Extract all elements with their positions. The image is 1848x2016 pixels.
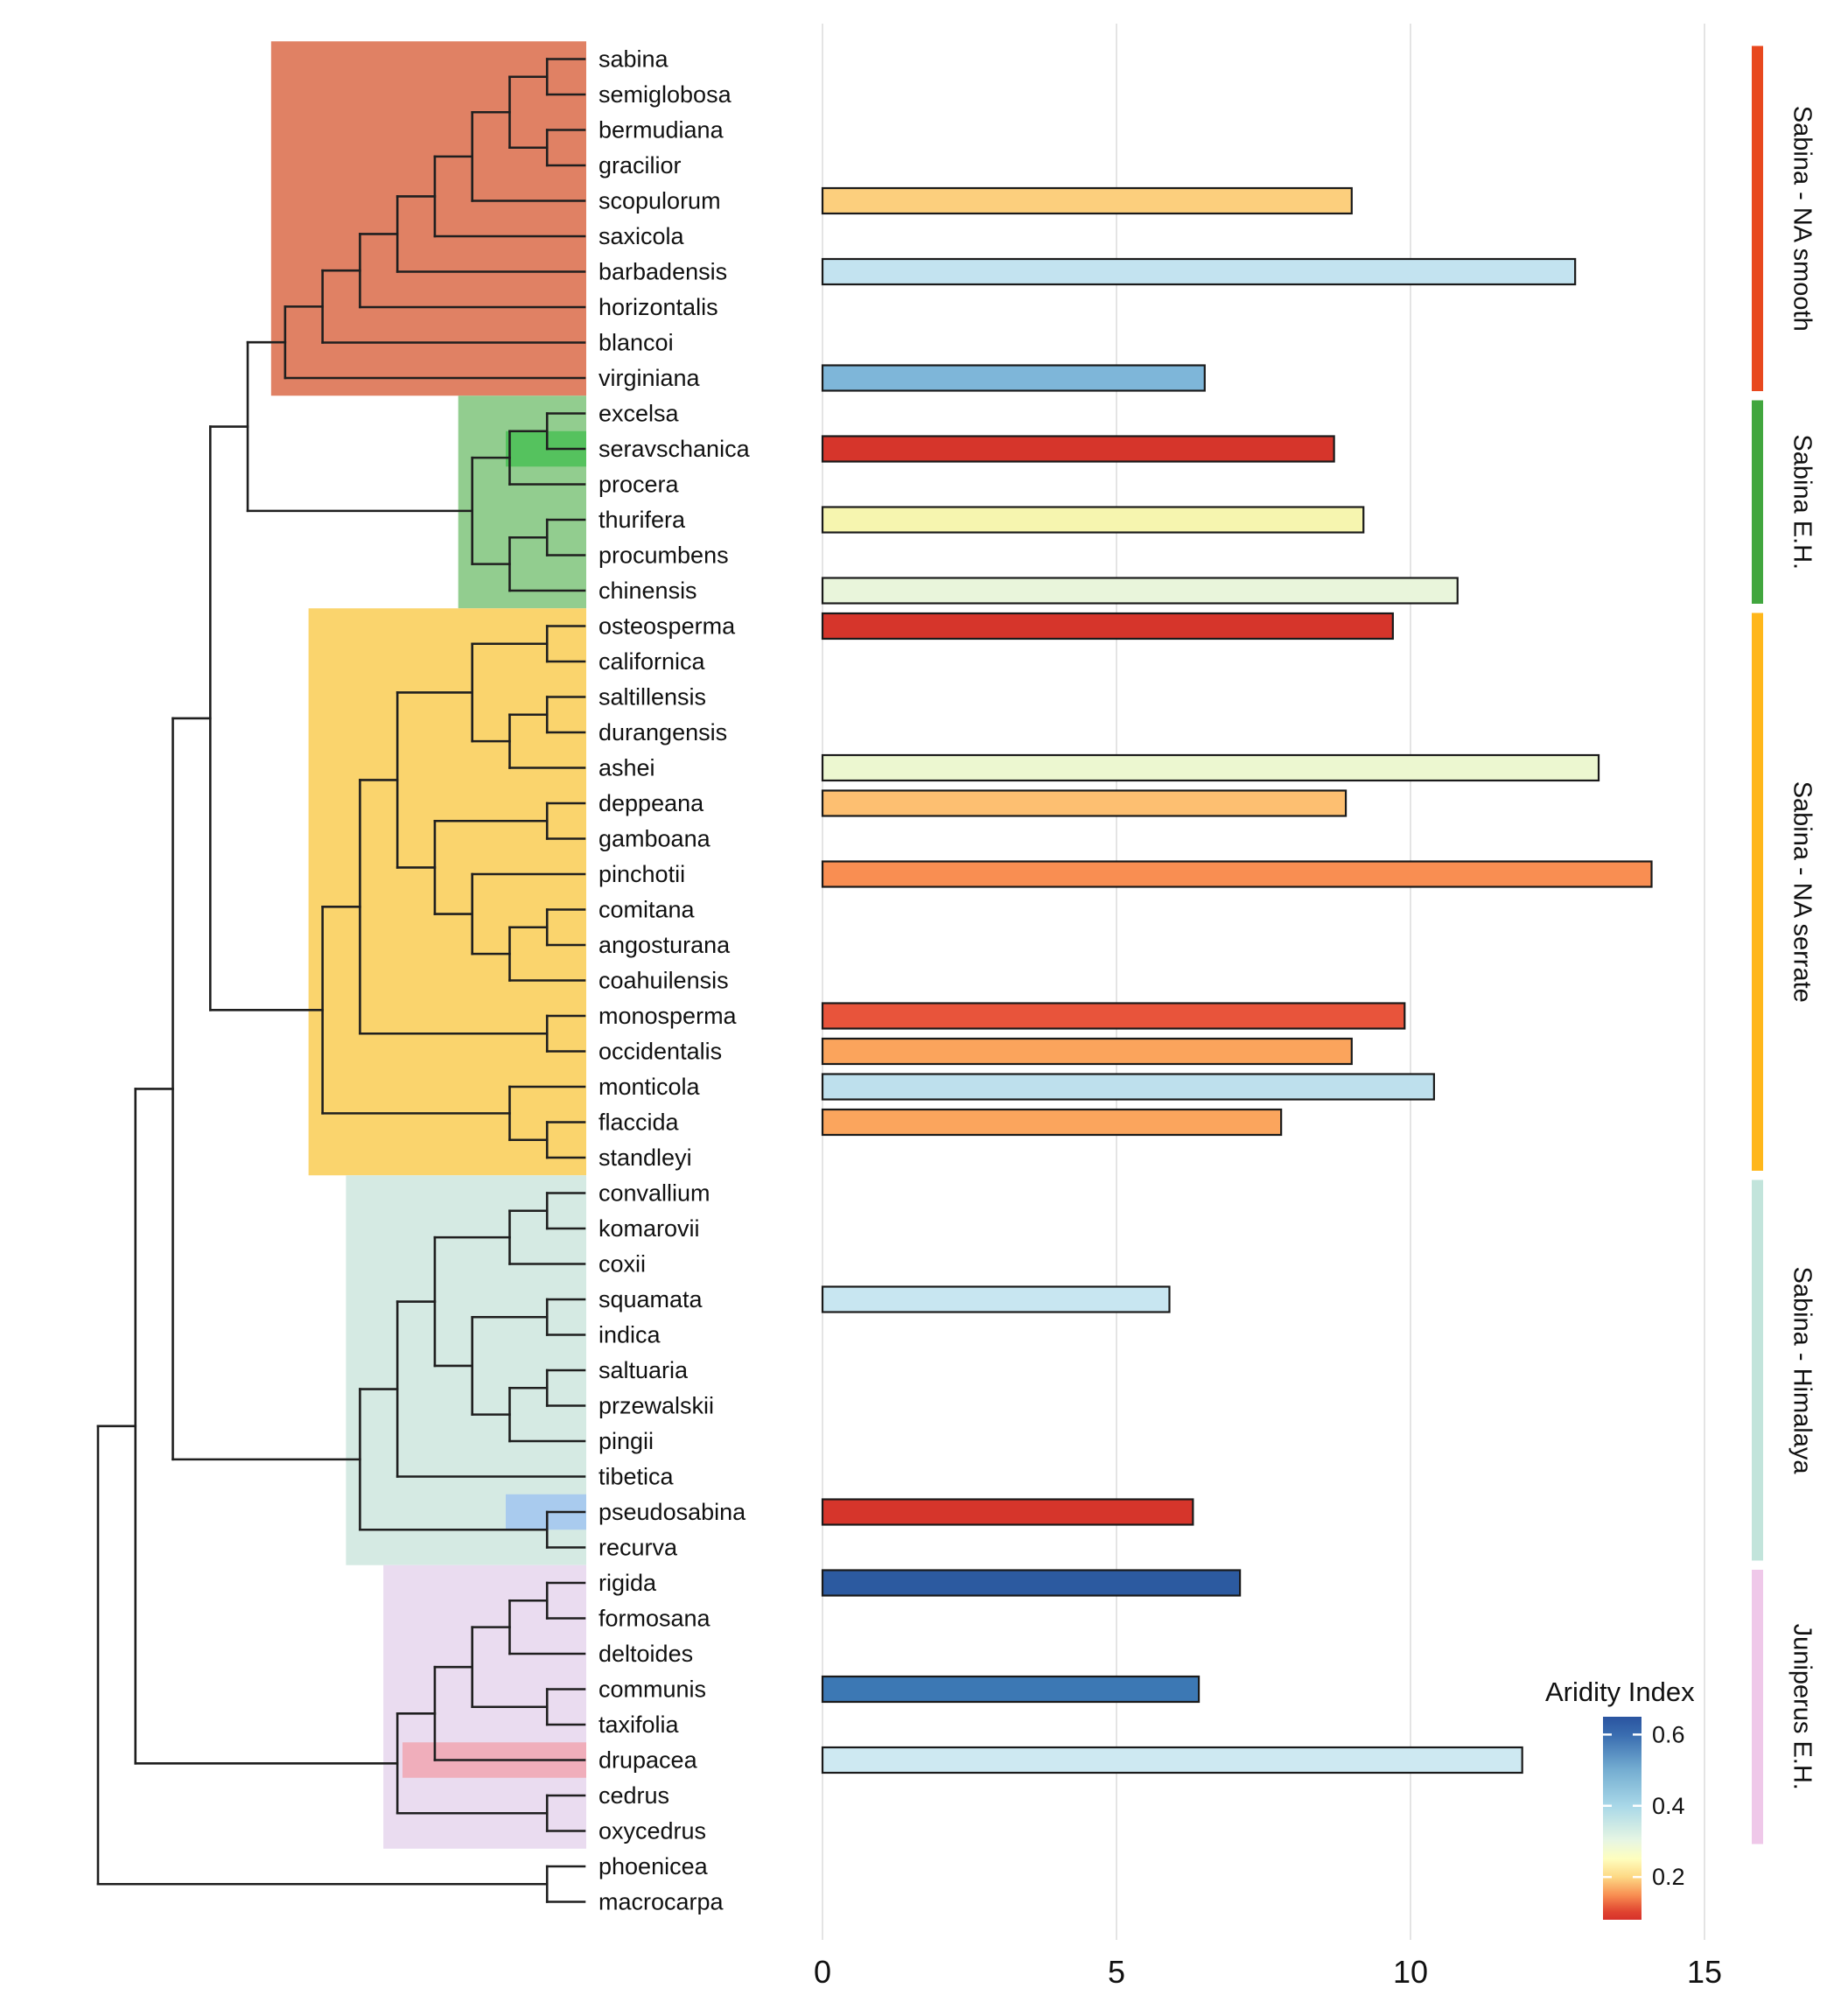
bar-pinchotii [821, 860, 1653, 888]
group-strip-sabina-eh [1752, 400, 1763, 604]
species-label-procumbens: procumbens [598, 542, 729, 569]
species-label-saltillensis: saltillensis [598, 684, 706, 710]
species-label-deppeana: deppeana [598, 790, 704, 816]
species-label-oxycedrus: oxycedrus [598, 1818, 706, 1844]
clade-block-sabina-eh [458, 396, 586, 609]
species-label-coxii: coxii [598, 1251, 646, 1278]
species-label-sabina: sabina [598, 46, 669, 73]
legend-tick-label-0.6: 0.6 [1652, 1721, 1685, 1747]
bar-occidentalis [821, 1037, 1353, 1066]
species-label-occidentalis: occidentalis [598, 1039, 722, 1065]
species-label-comitana: comitana [598, 897, 696, 923]
bar-rigida [821, 1569, 1242, 1597]
species-label-pingii: pingii [598, 1428, 654, 1454]
species-label-gamboana: gamboana [598, 826, 711, 852]
species-label-semiglobosa: semiglobosa [598, 81, 732, 108]
species-label-chinensis: chinensis [598, 578, 697, 604]
species-label-phoenicea: phoenicea [598, 1853, 709, 1880]
clade-block-sabina-na-serrate [308, 608, 586, 1176]
bar-ashei [821, 753, 1600, 782]
species-label-squamata: squamata [598, 1286, 704, 1312]
species-label-angosturana: angosturana [598, 932, 731, 958]
species-label-saltuaria: saltuaria [598, 1357, 689, 1383]
species-label-californica: californica [598, 648, 706, 675]
group-label-sabina-na-smooth: Sabina - NA smooth [1788, 106, 1816, 332]
legend-tick-label-0.4: 0.4 [1652, 1793, 1685, 1819]
legend-title: Aridity Index [1545, 1676, 1695, 1707]
group-strip-sabina-na-smooth [1752, 46, 1763, 391]
x-axis-tick-label-0: 0 [814, 1954, 831, 1990]
bar-scopulorum [821, 186, 1353, 215]
species-label-procera: procera [598, 472, 680, 498]
group-label-juniperus-eh: Juniperus E.H. [1788, 1624, 1816, 1790]
species-label-ashei: ashei [598, 755, 655, 781]
group-strip-sabina-na-serrate [1752, 612, 1763, 1171]
species-label-cedrus: cedrus [598, 1782, 669, 1809]
species-label-standleyi: standleyi [598, 1144, 692, 1171]
species-label-communis: communis [598, 1676, 706, 1703]
species-label-thurifera: thurifera [598, 507, 686, 533]
bar-virginiana [821, 364, 1206, 392]
species-label-gracilior: gracilior [598, 152, 682, 178]
species-label-taxifolia: taxifolia [598, 1712, 680, 1738]
species-label-pinchotii: pinchotii [598, 861, 685, 887]
species-label-komarovii: komarovii [598, 1215, 700, 1242]
species-label-convallium: convallium [598, 1180, 710, 1207]
species-label-seravschanica: seravschanica [598, 436, 751, 462]
species-label-formosana: formosana [598, 1606, 711, 1632]
bar-deppeana [821, 789, 1348, 817]
species-label-horizontalis: horizontalis [598, 294, 718, 320]
x-axis-tick-label-10: 10 [1393, 1954, 1428, 1990]
species-label-rigida: rigida [598, 1570, 657, 1596]
bar-drupacea [821, 1746, 1523, 1774]
group-strip-juniperus-eh [1752, 1570, 1763, 1844]
bar-monticola [821, 1073, 1435, 1101]
species-label-pseudosabina: pseudosabina [598, 1499, 746, 1525]
group-strip-sabina-himalaya [1752, 1180, 1763, 1561]
species-label-indica: indica [598, 1322, 662, 1348]
bar-pseudosabina [821, 1498, 1194, 1526]
group-label-sabina-eh: Sabina E.H. [1788, 434, 1816, 570]
species-label-saxicola: saxicola [598, 223, 685, 249]
species-label-bermudiana: bermudiana [598, 117, 724, 144]
bar-monosperma [821, 1002, 1406, 1030]
bar-barbadensis [821, 257, 1577, 286]
legend-colorbar [1603, 1717, 1642, 1920]
species-label-przewalskii: przewalskii [598, 1393, 714, 1419]
species-label-barbadensis: barbadensis [598, 259, 727, 285]
bar-seravschanica [821, 435, 1335, 463]
species-label-durangensis: durangensis [598, 719, 727, 746]
bar-communis [821, 1675, 1200, 1704]
bar-squamata [821, 1285, 1171, 1313]
species-label-osteosperma: osteosperma [598, 613, 736, 640]
species-label-scopulorum: scopulorum [598, 188, 721, 214]
bar-chinensis [821, 577, 1459, 605]
species-label-monosperma: monosperma [598, 1003, 738, 1029]
species-label-monticola: monticola [598, 1074, 701, 1100]
x-axis-tick-label-5: 5 [1108, 1954, 1125, 1990]
group-label-sabina-na-serrate: Sabina - NA serrate [1788, 781, 1816, 1003]
species-label-macrocarpa: macrocarpa [598, 1889, 724, 1915]
species-label-tibetica: tibetica [598, 1464, 675, 1490]
bar-osteosperma [821, 612, 1394, 640]
x-axis-tick-label-15: 15 [1687, 1954, 1722, 1990]
species-label-recurva: recurva [598, 1535, 678, 1561]
species-label-deltoides: deltoides [598, 1641, 693, 1667]
species-label-flaccida: flaccida [598, 1110, 680, 1136]
species-label-excelsa: excelsa [598, 401, 680, 427]
species-label-coahuilensis: coahuilensis [598, 968, 729, 994]
bar-flaccida [821, 1108, 1283, 1137]
species-label-virginiana: virginiana [598, 365, 701, 391]
group-label-sabina-himalaya: Sabina - Himalaya [1788, 1267, 1816, 1475]
species-label-blancoi: blancoi [598, 330, 674, 356]
legend-tick-label-0.2: 0.2 [1652, 1864, 1685, 1890]
bar-thurifera [821, 506, 1365, 534]
species-label-drupacea: drupacea [598, 1747, 698, 1774]
